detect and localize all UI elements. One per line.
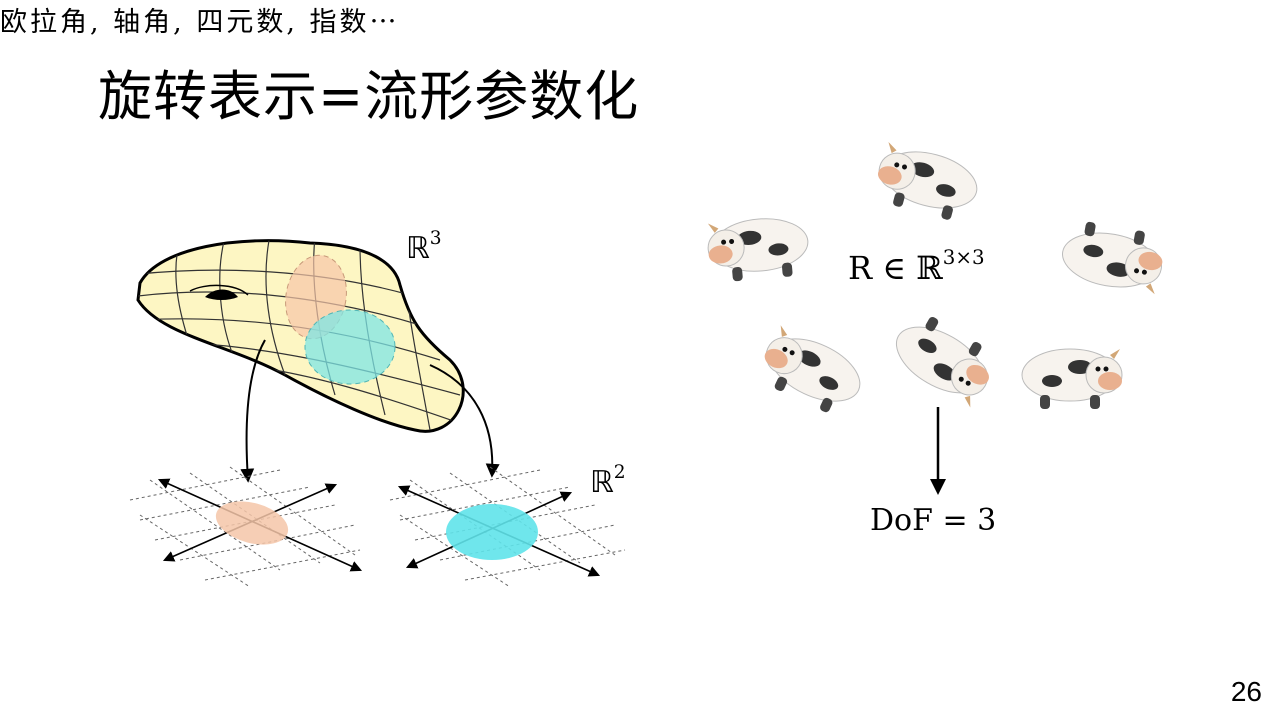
r2-label: ℝ2 — [590, 462, 626, 500]
chart-map-arrow-right — [429, 364, 500, 478]
cow-icon — [705, 214, 812, 284]
slide-title: 旋转表示=流形参数化 — [98, 65, 640, 128]
manifold-diagram — [129, 239, 626, 588]
cow-icon — [1021, 348, 1123, 410]
plane-left — [129, 466, 363, 588]
rotated-cows-figure — [705, 140, 1168, 495]
r3-label: ℝ3 — [406, 228, 442, 266]
orange-domain-ellipse — [215, 501, 289, 545]
page-number: 26 — [1230, 676, 1262, 707]
cyan-chart-patch — [304, 309, 396, 385]
cow-icon — [753, 323, 870, 422]
cow-icon — [884, 306, 1003, 410]
cyan-domain-ellipse — [446, 504, 538, 560]
dof-label: DoF = 3 — [870, 503, 997, 538]
rotation-matrix-label: R ∈ ℝ3×3 — [848, 246, 985, 287]
cow-icon — [1057, 217, 1168, 296]
manifold-hole — [205, 289, 238, 300]
chart-map-arrow-left — [240, 339, 266, 483]
cow-icon — [870, 140, 984, 226]
plane-right — [389, 466, 626, 588]
parameterization-list: 欧拉角, 轴角, 四元数, 指数⋯ — [0, 7, 400, 38]
